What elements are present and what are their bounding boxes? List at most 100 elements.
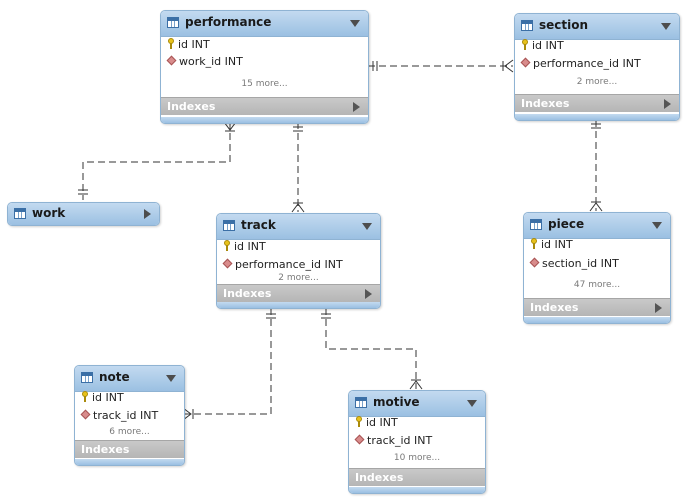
more-columns-link[interactable]: 47 more... (573, 280, 621, 290)
column-row[interactable]: work_id INT (166, 55, 243, 69)
foreign-key-icon (222, 258, 233, 269)
column-row[interactable]: id INT (223, 240, 266, 254)
marker-one-performance-section (372, 61, 378, 71)
marker-one-performance-track (293, 126, 303, 132)
table-name: section (539, 18, 589, 32)
table-header[interactable]: note (75, 366, 184, 392)
table-track[interactable]: track id INT performance_id INT 2 more..… (216, 213, 381, 309)
indexes-section[interactable]: Indexes (161, 97, 368, 115)
collapse-toggle-icon[interactable] (362, 223, 372, 230)
table-header[interactable]: section (515, 14, 679, 40)
table-performance[interactable]: performance id INT work_id INT 15 more..… (160, 10, 369, 124)
table-name: track (241, 218, 276, 232)
table-motive[interactable]: motive id INT track_id INT 10 more... In… (348, 390, 486, 494)
expand-indexes-icon[interactable] (353, 102, 360, 112)
table-footer (349, 487, 485, 493)
link-track-motive (325, 308, 417, 389)
indexes-section[interactable]: Indexes (524, 298, 670, 316)
marker-many-piece (589, 201, 603, 212)
column-row[interactable]: id INT (521, 39, 564, 53)
primary-key-icon (81, 391, 89, 402)
indexes-section[interactable]: Indexes (75, 440, 184, 458)
primary-key-icon (223, 240, 231, 251)
column-row[interactable]: performance_id INT (222, 258, 343, 272)
marker-one-track-motive (321, 313, 331, 319)
foreign-key-icon (80, 409, 91, 420)
marker-one-section-piece (591, 123, 601, 129)
table-section[interactable]: section id INT performance_id INT 2 more… (514, 13, 680, 121)
indexes-section[interactable]: Indexes (515, 94, 679, 112)
table-icon (81, 372, 93, 383)
table-icon (530, 219, 542, 230)
indexes-section[interactable]: Indexes (349, 468, 485, 486)
expand-table-icon[interactable] (144, 209, 151, 219)
column-row[interactable]: track_id INT (354, 434, 432, 448)
primary-key-icon (167, 38, 175, 49)
table-icon (355, 397, 367, 408)
table-name: performance (185, 15, 272, 29)
marker-one-work (78, 189, 88, 195)
indexes-label: Indexes (530, 301, 579, 314)
column-row[interactable]: section_id INT (529, 257, 619, 271)
column-row[interactable]: id INT (355, 416, 398, 430)
indexes-label: Indexes (167, 100, 216, 113)
collapse-toggle-icon[interactable] (661, 23, 671, 30)
table-name: piece (548, 217, 585, 231)
table-work[interactable]: work (7, 202, 160, 226)
indexes-label: Indexes (521, 97, 570, 110)
indexes-label: Indexes (355, 471, 404, 484)
marker-many-motive (409, 379, 423, 390)
table-icon (167, 17, 179, 28)
indexes-label: Indexes (223, 287, 272, 300)
primary-key-icon (355, 416, 363, 427)
more-columns-link[interactable]: 15 more... (241, 79, 288, 89)
column-row[interactable]: id INT (530, 238, 573, 252)
table-piece[interactable]: piece id INT section_id INT 47 more... I… (523, 212, 671, 324)
link-work-performance (82, 122, 231, 200)
table-header[interactable]: track (217, 214, 380, 240)
more-columns-link[interactable]: 2 more... (576, 77, 618, 87)
table-name: work (32, 206, 66, 220)
table-footer (524, 317, 670, 323)
column-row[interactable]: track_id INT (80, 409, 158, 423)
table-footer (217, 302, 380, 308)
table-footer (161, 117, 368, 123)
indexes-label: Indexes (81, 443, 130, 456)
foreign-key-icon (520, 57, 531, 68)
expand-indexes-icon[interactable] (365, 289, 372, 299)
primary-key-icon (521, 39, 529, 50)
expand-indexes-icon[interactable] (655, 303, 662, 313)
table-header[interactable]: work (8, 203, 159, 225)
table-header[interactable]: performance (161, 11, 368, 37)
table-footer (515, 114, 679, 120)
expand-indexes-icon[interactable] (664, 99, 671, 109)
table-note[interactable]: note id INT track_id INT 6 more... Index… (74, 365, 185, 466)
table-name: note (99, 370, 130, 384)
column-row[interactable]: id INT (167, 38, 210, 52)
link-track-note (183, 308, 272, 415)
more-columns-link[interactable]: 10 more... (393, 453, 441, 463)
table-icon (14, 208, 26, 219)
collapse-toggle-icon[interactable] (166, 375, 176, 382)
column-row[interactable]: performance_id INT (520, 57, 641, 71)
table-icon (223, 220, 235, 231)
table-name: motive (373, 395, 420, 409)
primary-key-icon (530, 238, 538, 249)
collapse-toggle-icon[interactable] (652, 222, 662, 229)
foreign-key-icon (529, 257, 540, 268)
marker-one-track-note (266, 313, 276, 319)
table-header[interactable]: motive (349, 391, 485, 417)
table-footer (75, 459, 184, 465)
table-header[interactable]: piece (524, 213, 670, 239)
marker-many-section (502, 59, 514, 73)
column-row[interactable]: id INT (81, 391, 124, 405)
collapse-toggle-icon[interactable] (350, 20, 360, 27)
more-columns-link[interactable]: 6 more... (109, 427, 150, 437)
table-icon (521, 20, 533, 31)
more-columns-link[interactable]: 2 more... (278, 273, 319, 283)
collapse-toggle-icon[interactable] (467, 400, 477, 407)
marker-many-track (291, 202, 305, 213)
foreign-key-icon (354, 434, 365, 445)
indexes-section[interactable]: Indexes (217, 284, 380, 302)
